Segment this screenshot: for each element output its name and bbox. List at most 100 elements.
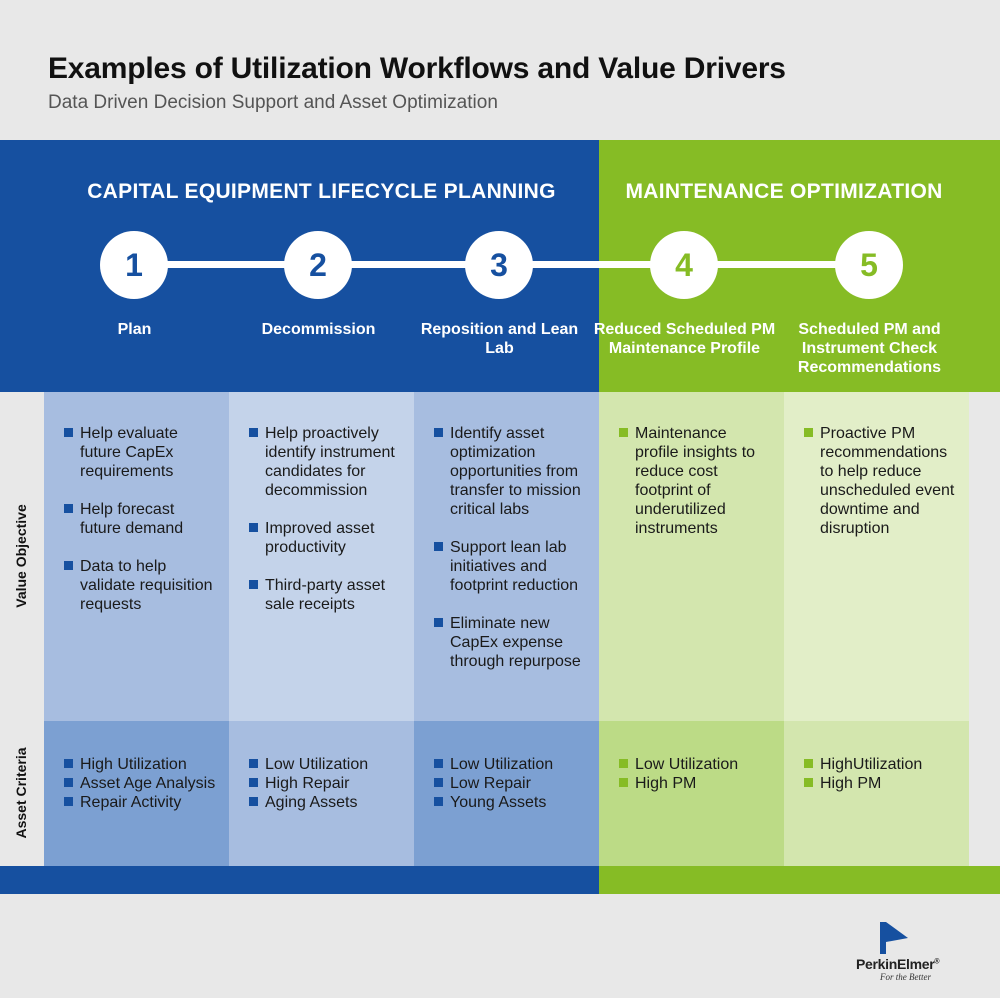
value-objective-text: Maintenance profile insights to reduce c… (635, 425, 756, 537)
step-label-4: Reduced Scheduled PM Maintenance Profile (593, 321, 776, 357)
asset-criteria-item: High Utilization (64, 755, 217, 774)
value-objective-item: Eliminate new CapEx expense through repu… (434, 614, 587, 671)
bullet-square-icon (249, 523, 258, 532)
asset-criteria-text: High PM (820, 775, 882, 792)
step-label-5: Scheduled PM and Instrument Check Recomm… (797, 321, 942, 376)
asset-criteria-item: Repair Activity (64, 793, 217, 812)
asset-criteria-text: Low Repair (450, 775, 531, 792)
value-objective-item: Proactive PM recommendations to help red… (804, 424, 957, 538)
bullet-square-icon (64, 504, 73, 513)
bullet-square-icon (434, 618, 443, 627)
value-objective-item: Improved asset productivity (249, 519, 402, 557)
step-label-2: Decommission (261, 321, 376, 338)
asset-criteria-item: Young Assets (434, 793, 587, 812)
page-title: Examples of Utilization Workflows and Va… (48, 52, 786, 85)
row-label-value-objective: Value Objective (13, 504, 29, 608)
footer-bar-blue (0, 866, 599, 894)
value-objective-text: Proactive PM recommendations to help red… (820, 425, 955, 537)
value-objective-item: Help forecast future demand (64, 500, 217, 538)
bullet-square-icon (804, 759, 813, 768)
asset-criteria-text: High Utilization (80, 756, 187, 773)
value-objective-list: Proactive PM recommendations to help red… (804, 424, 957, 557)
logo-tagline: For the Better (880, 972, 931, 982)
bullet-square-icon (64, 797, 73, 806)
footer-bar-green (599, 866, 1000, 894)
bullet-square-icon (249, 580, 258, 589)
value-objective-text: Data to help validate requisition reques… (80, 558, 213, 613)
value-objective-text: Improved asset productivity (265, 520, 375, 556)
logo-wordmark: PerkinElmer® (856, 956, 940, 972)
bullet-square-icon (434, 778, 443, 787)
section-title-lifecycle-planning: CAPITAL EQUIPMENT LIFECYCLE PLANNING (87, 180, 556, 203)
value-objective-item: Support lean lab initiatives and footpri… (434, 538, 587, 595)
value-objective-item: Maintenance profile insights to reduce c… (619, 424, 772, 538)
value-objective-item: Identify asset optimization opportunitie… (434, 424, 587, 519)
bullet-square-icon (249, 428, 258, 437)
asset-criteria-text: Low Utilization (265, 756, 369, 773)
value-objective-cell-2: Help proactively identify instrument can… (229, 392, 414, 721)
row-label-asset-criteria: Asset Criteria (13, 747, 29, 839)
asset-criteria-item: High Repair (249, 774, 402, 793)
value-objective-text: Third-party asset sale receipts (265, 577, 386, 613)
asset-criteria-item: Low Utilization (249, 755, 402, 774)
step-number-circle-4: 4 (650, 231, 718, 299)
section-title-maintenance-optimization: MAINTENANCE OPTIMIZATION (625, 180, 943, 203)
value-objective-item: Data to help validate requisition reques… (64, 557, 217, 614)
value-objective-cell-4: Maintenance profile insights to reduce c… (599, 392, 784, 721)
step-number-circle-3: 3 (465, 231, 533, 299)
step-number-circle-1: 1 (100, 231, 168, 299)
bullet-square-icon (619, 759, 628, 768)
value-objective-cell-5: Proactive PM recommendations to help red… (784, 392, 969, 721)
value-objective-text: Identify asset optimization opportunitie… (450, 425, 581, 518)
bullet-square-icon (64, 778, 73, 787)
bullet-square-icon (619, 778, 628, 787)
value-objective-list: Identify asset optimization opportunitie… (434, 424, 587, 690)
asset-criteria-item: High PM (804, 774, 957, 793)
step-number-circle-2: 2 (284, 231, 352, 299)
logo-name-text: PerkinElmer (856, 956, 935, 972)
value-objective-text: Support lean lab initiatives and footpri… (450, 539, 579, 594)
bullet-square-icon (434, 797, 443, 806)
asset-criteria-text: Aging Assets (265, 794, 358, 811)
asset-criteria-item: Aging Assets (249, 793, 402, 812)
step-number-circle-5: 5 (835, 231, 903, 299)
value-objective-cell-3: Identify asset optimization opportunitie… (414, 392, 599, 721)
bullet-square-icon (64, 428, 73, 437)
step-label-1: Plan (117, 321, 152, 338)
value-objective-item: Help evaluate future CapEx requirements (64, 424, 217, 481)
asset-criteria-item: High PM (619, 774, 772, 793)
asset-criteria-item: Low Repair (434, 774, 587, 793)
bullet-square-icon (64, 759, 73, 768)
value-objective-text: Help forecast future demand (80, 501, 184, 537)
value-objective-list: Maintenance profile insights to reduce c… (619, 424, 772, 557)
perkinelmer-logo: PerkinElmer® For the Better (856, 918, 976, 982)
asset-criteria-text: Low Utilization (635, 756, 739, 773)
logo-registered-mark: ® (934, 958, 940, 966)
value-objective-item: Help proactively identify instrument can… (249, 424, 402, 500)
bullet-square-icon (434, 759, 443, 768)
asset-criteria-text: Repair Activity (80, 794, 182, 811)
bullet-square-icon (249, 797, 258, 806)
bullet-square-icon (804, 778, 813, 787)
bullet-square-icon (434, 542, 443, 551)
bullet-square-icon (804, 428, 813, 437)
value-objective-item: Third-party asset sale receipts (249, 576, 402, 614)
asset-criteria-text: High Repair (265, 775, 350, 792)
bullet-square-icon (619, 428, 628, 437)
page-subtitle: Data Driven Decision Support and Asset O… (48, 92, 498, 113)
bullet-square-icon (434, 428, 443, 437)
perkinelmer-mark-icon (880, 922, 908, 954)
asset-criteria-text: Young Assets (450, 794, 547, 811)
bullet-square-icon (249, 778, 258, 787)
asset-criteria-item: Asset Age Analysis (64, 774, 217, 793)
